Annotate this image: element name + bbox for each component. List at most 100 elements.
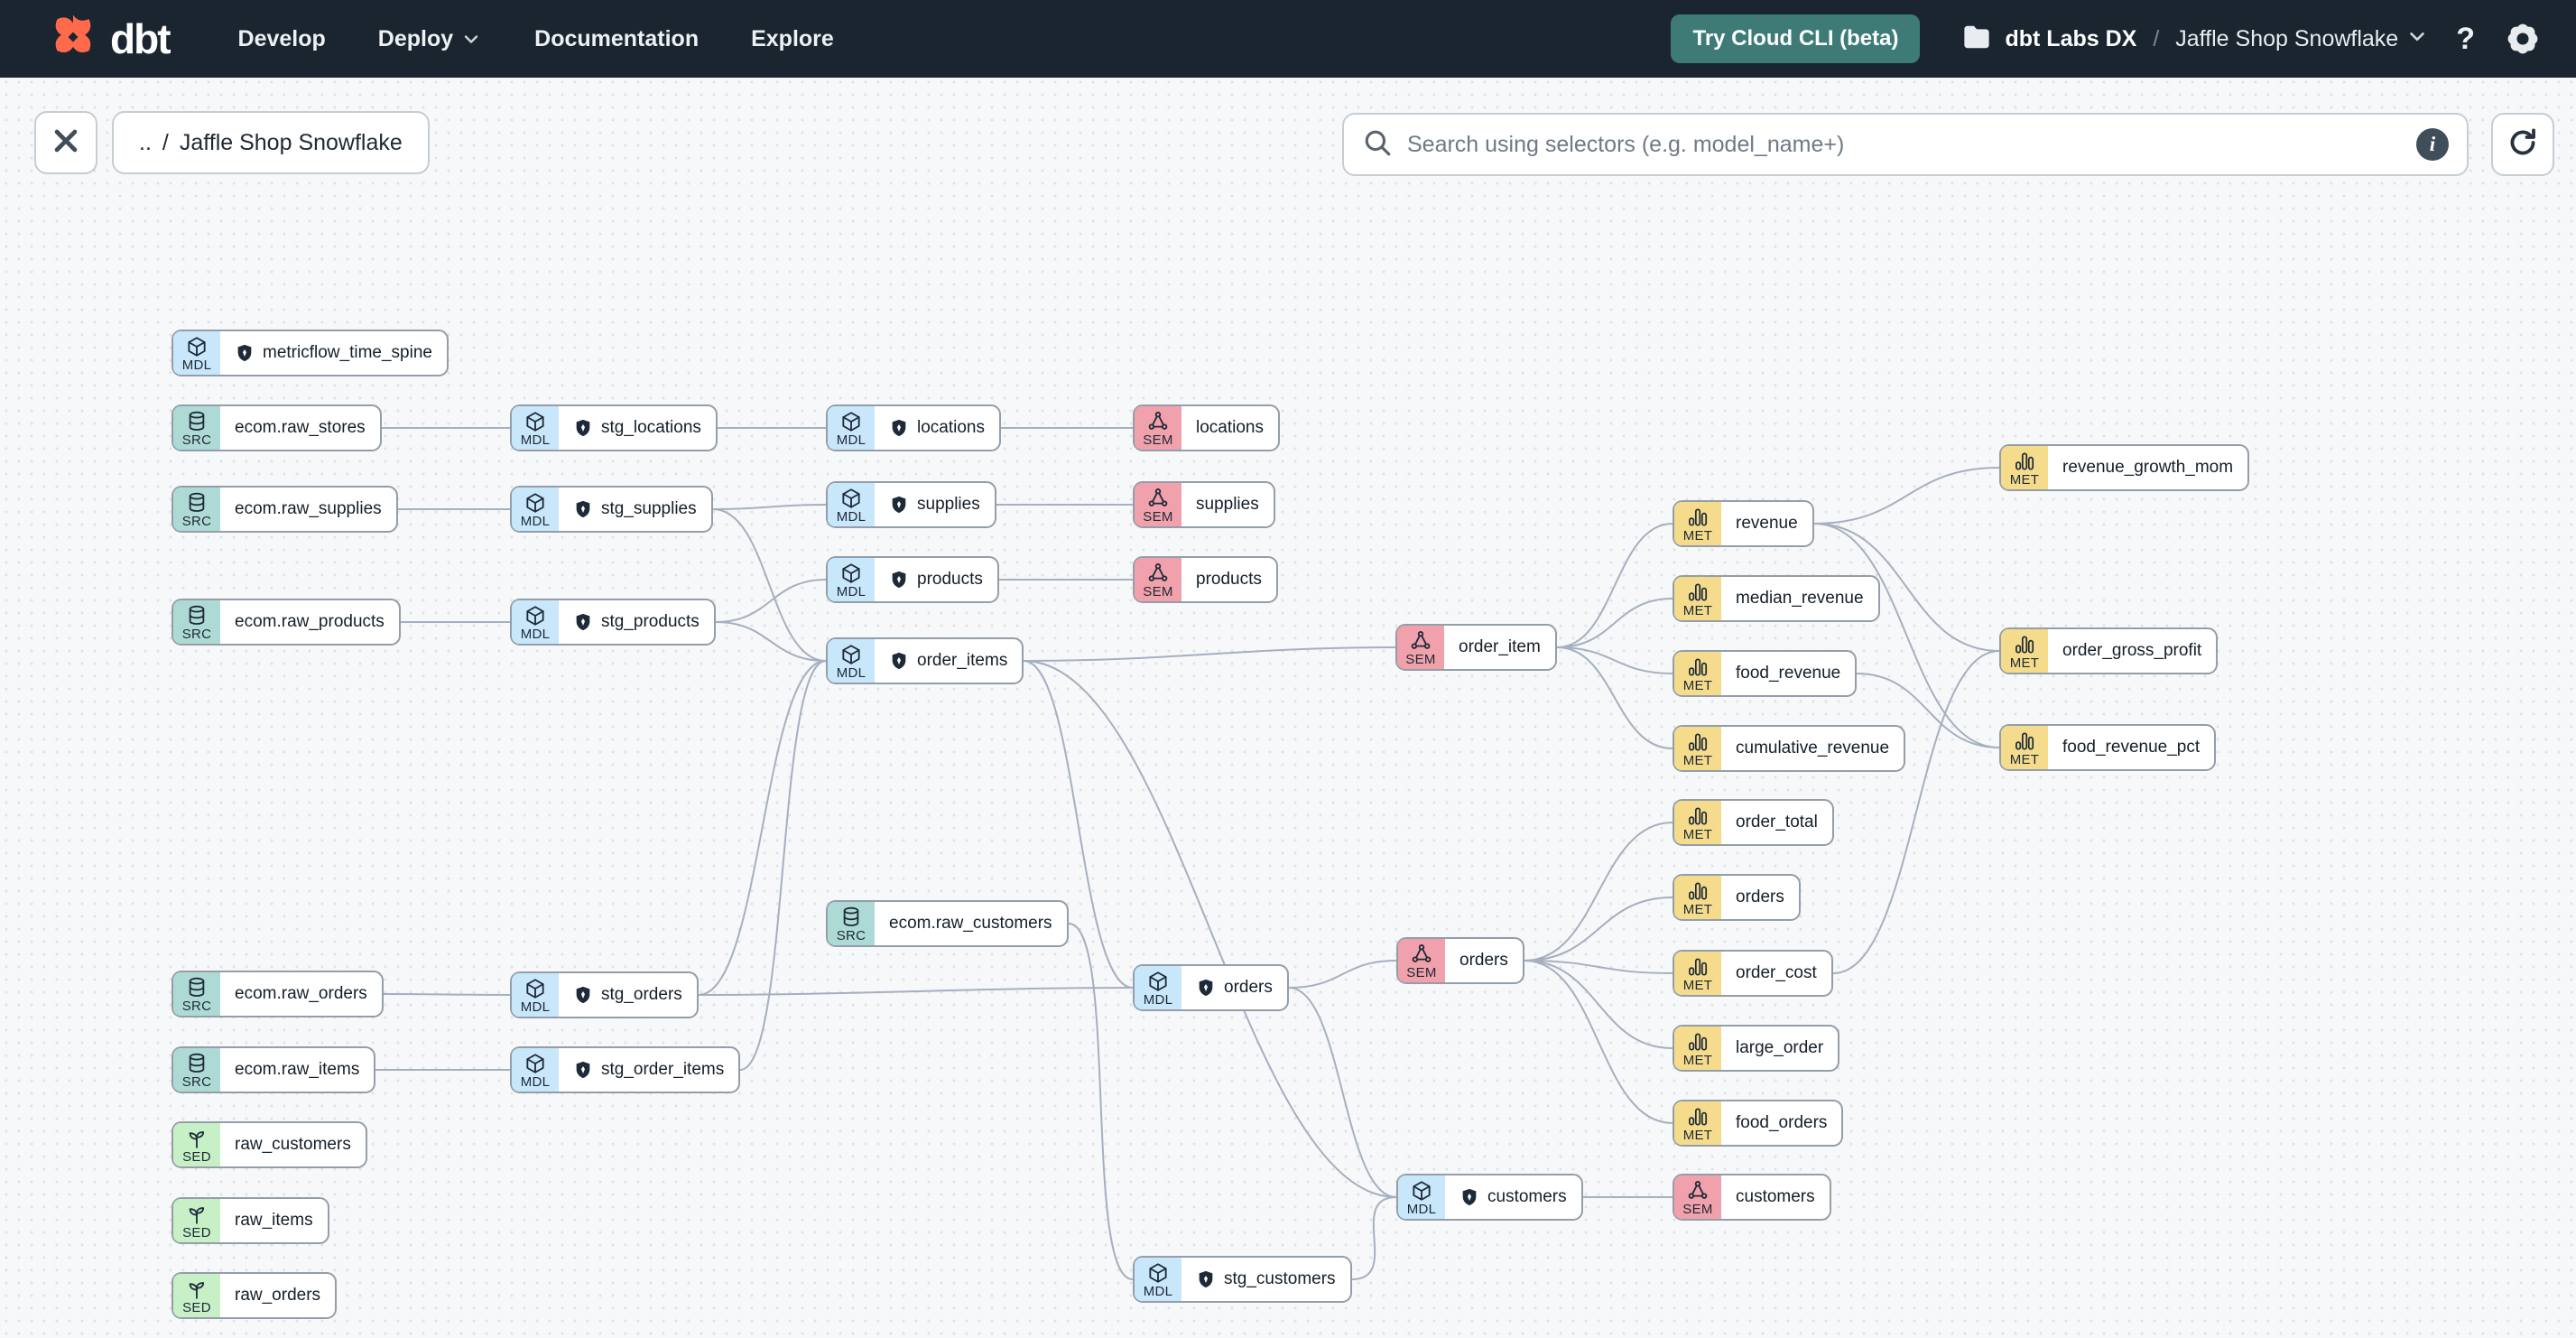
breadcrumb-separator: / [162, 129, 169, 155]
node-sed_raw_orders[interactable]: SED raw_orders [171, 1272, 338, 1319]
node-type-abbr: SEM [1682, 1202, 1713, 1218]
model-icon [524, 604, 547, 627]
node-src_raw_customers[interactable]: SRC ecom.raw_customers [826, 900, 1069, 947]
metric-icon [1686, 955, 1710, 979]
node-label: food_revenue_pct [2062, 738, 2201, 757]
node-met_large_order[interactable]: MET large_order [1673, 1025, 1840, 1072]
node-mdl_stg_order_items[interactable]: MDL stg_order_items [510, 1046, 741, 1093]
node-type-badge: MDL [512, 406, 559, 450]
edge-met_food_revenue-met_food_revenue_pct [1856, 673, 2000, 748]
close-button[interactable] [34, 111, 97, 174]
dbt-logo[interactable]: dbt [47, 11, 171, 68]
menu-item-develop[interactable]: Develop [237, 25, 326, 51]
node-type-badge: MET [2001, 629, 2048, 673]
node-mdl_stg_customers[interactable]: MDL stg_customers [1133, 1256, 1352, 1303]
edge-sem_order_item-met_median_revenue [1556, 598, 1673, 648]
seed-icon [185, 1203, 208, 1226]
node-type-badge: MET [1674, 577, 1721, 620]
menu-item-explore[interactable]: Explore [751, 25, 834, 51]
node-mdl_stg_locations[interactable]: MDL stg_locations [510, 404, 718, 451]
node-sem_order_item[interactable]: SEM order_item [1395, 624, 1557, 671]
node-mdl_orders[interactable]: MDL orders [1133, 964, 1289, 1011]
menu-item-deploy[interactable]: Deploy [378, 26, 482, 52]
metric-icon [1686, 1105, 1710, 1129]
node-type-abbr: MET [1682, 978, 1713, 994]
node-met_revenue[interactable]: MET revenue [1673, 500, 1814, 547]
node-met_food_revenue_pct[interactable]: MET food_revenue_pct [1999, 724, 2217, 771]
node-type-badge: MET [1674, 1101, 1721, 1145]
edge-sem_orders-met_order_total [1524, 822, 1673, 962]
shield-icon [573, 612, 593, 632]
node-type-badge: MDL [828, 639, 875, 683]
node-sed_raw_customers[interactable]: SED raw_customers [171, 1121, 367, 1168]
node-label: stg_products [601, 612, 700, 631]
account-name[interactable]: dbt Labs DX [2005, 25, 2137, 51]
node-mdl_stg_orders[interactable]: MDL stg_orders [510, 971, 699, 1018]
refresh-button[interactable] [2491, 113, 2554, 176]
node-met_order_gross_profit[interactable]: MET order_gross_profit [1999, 627, 2219, 674]
breadcrumb[interactable]: .. / Jaffle Shop Snowflake [112, 111, 430, 174]
semantic-model-icon [1146, 410, 1170, 433]
node-src_raw_orders[interactable]: SRC ecom.raw_orders [171, 971, 384, 1017]
node-sem_products[interactable]: SEM products [1133, 556, 1278, 603]
node-type-abbr: MET [1682, 1128, 1713, 1144]
node-mdl_stg_products[interactable]: MDL stg_products [510, 599, 716, 646]
help-button[interactable]: ? [2456, 21, 2475, 56]
node-met_food_orders[interactable]: MET food_orders [1673, 1100, 1844, 1147]
project-selector[interactable]: Jaffle Shop Snowflake [2175, 24, 2429, 54]
node-label: orders [1459, 951, 1508, 970]
node-mdl_customers[interactable]: MDL customers [1396, 1174, 1583, 1221]
node-type-abbr: SED [182, 1300, 211, 1316]
node-label: revenue_growth_mom [2062, 458, 2234, 477]
model-icon [839, 562, 863, 585]
node-met_order_cost[interactable]: MET order_cost [1673, 950, 1833, 997]
node-mdl_stg_supplies[interactable]: MDL stg_supplies [510, 486, 713, 533]
node-type-badge: MDL [828, 406, 875, 450]
node-type-abbr: MDL [836, 665, 866, 682]
node-sem_supplies[interactable]: SEM supplies [1133, 481, 1275, 528]
node-met_order_total[interactable]: MET order_total [1673, 799, 1834, 846]
node-mdl_metricflow_time_spine[interactable]: MDL metricflow_time_spine [171, 330, 449, 376]
chevron-down-icon [460, 28, 482, 50]
node-src_raw_products[interactable]: SRC ecom.raw_products [171, 599, 401, 646]
node-sem_orders[interactable]: SEM orders [1396, 937, 1524, 984]
node-type-abbr: SED [182, 1225, 211, 1241]
node-type-badge: MDL [828, 558, 875, 601]
seed-icon [185, 1278, 208, 1301]
info-icon[interactable]: i [2416, 128, 2449, 161]
node-label: supplies [1196, 495, 1259, 514]
node-src_raw_stores[interactable]: SRC ecom.raw_stores [171, 404, 382, 451]
breadcrumb-up[interactable]: .. [139, 129, 152, 155]
node-met_food_revenue[interactable]: MET food_revenue [1673, 650, 1858, 697]
node-type-badge: SRC [173, 600, 220, 644]
metric-icon [2013, 450, 2036, 473]
node-mdl_order_items[interactable]: MDL order_items [826, 637, 1024, 684]
edge-mdl_orders-mdl_customers [1288, 987, 1397, 1198]
node-label: orders [1224, 978, 1273, 997]
node-label: products [1196, 570, 1262, 589]
node-met_revenue_growth_mom[interactable]: MET revenue_growth_mom [1999, 444, 2250, 491]
node-met_cumulative_revenue[interactable]: MET cumulative_revenue [1673, 725, 1906, 772]
node-met_median_revenue[interactable]: MET median_revenue [1673, 575, 1880, 622]
node-mdl_locations[interactable]: MDL locations [826, 404, 1001, 451]
node-label: raw_orders [235, 1286, 321, 1305]
edge-mdl_stg_order_items-mdl_order_items [739, 660, 827, 1071]
model-icon [839, 487, 863, 510]
metric-icon [1686, 655, 1710, 679]
node-mdl_products[interactable]: MDL products [826, 556, 999, 603]
gear-icon[interactable] [2502, 18, 2544, 60]
node-sed_raw_items[interactable]: SED raw_items [171, 1197, 329, 1244]
node-src_raw_items[interactable]: SRC ecom.raw_items [171, 1046, 376, 1093]
search-input[interactable] [1407, 131, 2416, 158]
menu-item-documentation[interactable]: Documentation [534, 25, 700, 51]
node-label: orders [1736, 887, 1784, 906]
node-sem_locations[interactable]: SEM locations [1133, 404, 1280, 451]
node-mdl_supplies[interactable]: MDL supplies [826, 481, 996, 528]
edge-src_raw_customers-mdl_stg_customers [1068, 923, 1134, 1280]
node-sem_customers[interactable]: SEM customers [1673, 1174, 1831, 1221]
node-type-abbr: MDL [1406, 1202, 1437, 1218]
node-met_orders[interactable]: MET orders [1673, 874, 1801, 921]
try-cloud-cli-button[interactable]: Try Cloud CLI (beta) [1671, 14, 1921, 63]
node-src_raw_supplies[interactable]: SRC ecom.raw_supplies [171, 486, 398, 533]
